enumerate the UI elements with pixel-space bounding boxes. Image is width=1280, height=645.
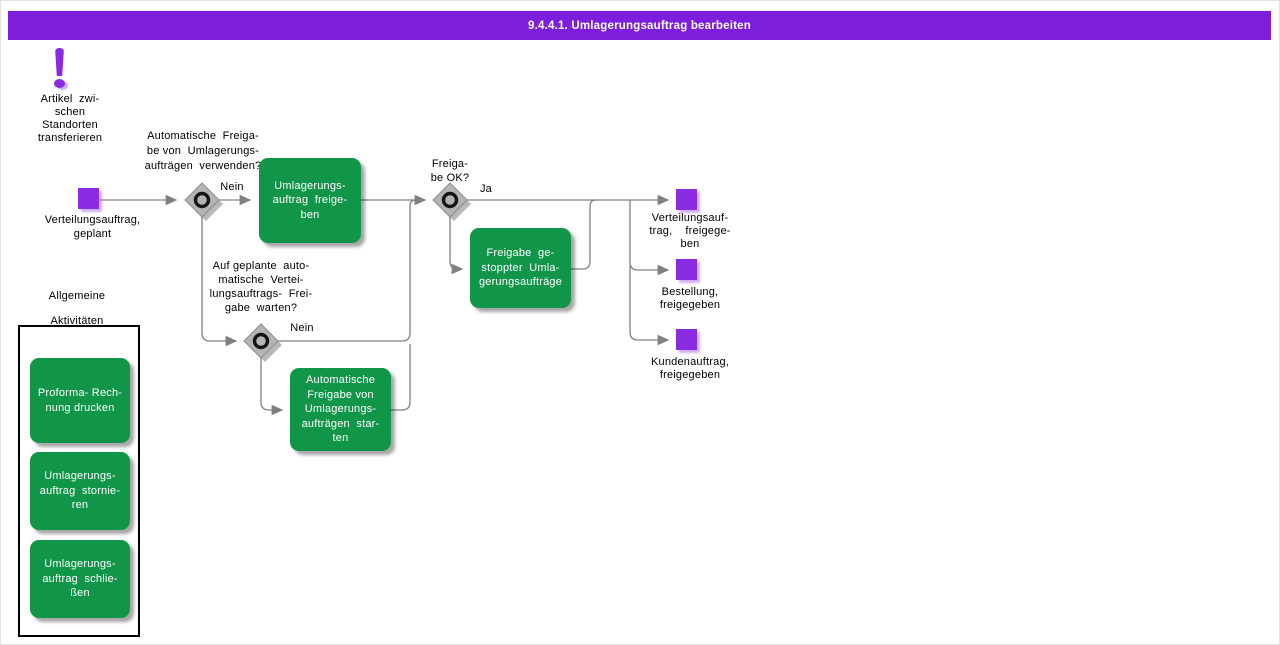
gateway3-branch-label: Ja (479, 183, 493, 195)
gateway-circle-icon (193, 191, 211, 209)
end-event-label-purchase-order: Bestellung, freigegeben (659, 286, 721, 311)
task-release-transfer-order[interactable]: Umlagerungs- auftrag freige- ben (259, 158, 361, 243)
activity-print-proforma-invoice[interactable]: Proforma- Rech- nung drucken (30, 358, 130, 443)
end-event-square-purchase-order[interactable] (676, 259, 697, 280)
gateway1-question: Automatische Freiga- be von Umlagerungs-… (144, 130, 262, 172)
general-activities-title: Allgemeine Aktivitäten (48, 290, 106, 327)
gateway-auto-release-decision[interactable] (184, 182, 223, 221)
connector-gateway1-down-to-gateway2 (201, 217, 238, 347)
exclamation-icon (55, 48, 64, 76)
gateway2-branch-label: Nein (290, 322, 314, 334)
activity-close-transfer-order[interactable]: Umlagerungs- auftrag schlie- ßen (30, 540, 130, 618)
connector-branch-to-end2 (629, 200, 670, 276)
connector-task3-return (571, 199, 597, 270)
connector-set (100, 194, 670, 416)
end-event-label-distribution-order: Verteilungsauf- trag, freigege- ben (649, 212, 731, 250)
connector-gateway2-nein-merge (278, 199, 417, 342)
activity-cancel-transfer-order[interactable]: Umlagerungs- auftrag stornie- ren (30, 452, 130, 530)
connector-gateway3-down-to-task3 (449, 217, 464, 275)
end-event-square-sales-order[interactable] (676, 329, 697, 350)
task-release-stopped-orders[interactable]: Freigabe ge- stoppter Umla- gerungsauftr… (470, 228, 571, 308)
diagram-title: 9.4.4.1. Umlagerungsauftrag bearbeiten (528, 19, 751, 32)
gateway-release-ok-decision[interactable] (432, 182, 471, 221)
connector-branch-to-end3 (629, 266, 670, 346)
start-event-square[interactable] (78, 188, 99, 209)
gateway-circle-icon (441, 191, 459, 209)
gateway1-branch-label: Nein (220, 181, 244, 193)
gateway-circle-icon (252, 332, 270, 350)
gateway3-question: Freiga- be OK? (430, 158, 470, 184)
start-event-label: Verteilungsauftrag, geplant (44, 214, 141, 240)
task-start-auto-release[interactable]: Automatische Freigabe von Umlagerungs- a… (290, 368, 391, 451)
note-label: Artikel zwi- schen Standorten transferie… (37, 93, 103, 144)
connector-gateway2-down-to-task2 (260, 358, 284, 416)
general-activities-box: Proforma- Rech- nung drucken Umlagerungs… (18, 325, 140, 637)
diagram-title-bar: 9.4.4.1. Umlagerungsauftrag bearbeiten (8, 11, 1271, 40)
gateway2-question: Auf geplante auto- matische Vertei- lung… (209, 260, 313, 314)
end-event-square-distribution-order[interactable] (676, 189, 697, 210)
end-event-label-sales-order: Kundenauftrag, freigegeben (650, 356, 730, 381)
gateway-wait-planned-decision[interactable] (243, 323, 282, 362)
connector-task2-return (391, 344, 411, 411)
exclamation-dot-icon (54, 79, 65, 88)
